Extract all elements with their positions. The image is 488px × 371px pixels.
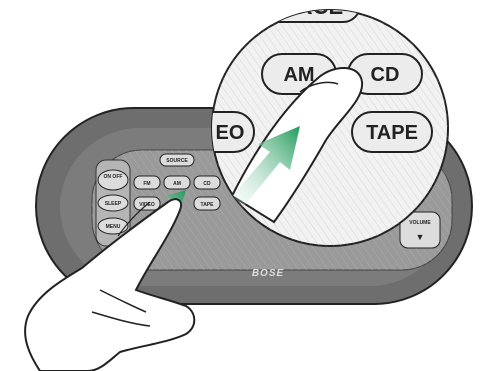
brand-logo: BOSE: [252, 268, 284, 279]
cd-button[interactable]: CD: [194, 176, 220, 189]
source-label: SOURCE: [166, 158, 188, 164]
video-button[interactable]: VIDEO: [134, 197, 160, 210]
volume-down-icon: ▼: [416, 232, 425, 242]
on-off-label: ON OFF: [104, 174, 123, 180]
mag-tape-label: TAPE: [366, 122, 418, 144]
am-label: AM: [173, 181, 181, 187]
tape-button[interactable]: TAPE: [194, 197, 220, 210]
mag-video-label: EO: [216, 122, 245, 144]
menu-label: MENU: [106, 224, 121, 230]
on-off-button[interactable]: ON OFF: [98, 170, 128, 190]
fm-button[interactable]: FM: [134, 176, 160, 189]
mag-cd-label: CD: [371, 64, 400, 86]
mag-tape-button[interactable]: TAPE: [352, 112, 432, 152]
menu-button[interactable]: MENU: [98, 218, 128, 234]
tape-label: TAPE: [201, 202, 215, 208]
fm-label: FM: [143, 181, 150, 187]
sleep-label: SLEEP: [105, 201, 122, 207]
am-button[interactable]: AM: [164, 176, 190, 189]
volume-label: VOLUME: [409, 220, 431, 226]
sleep-button[interactable]: SLEEP: [98, 195, 128, 211]
mag-am-label: AM: [283, 64, 314, 86]
cd-label: CD: [203, 181, 211, 187]
source-button[interactable]: SOURCE: [160, 154, 194, 166]
